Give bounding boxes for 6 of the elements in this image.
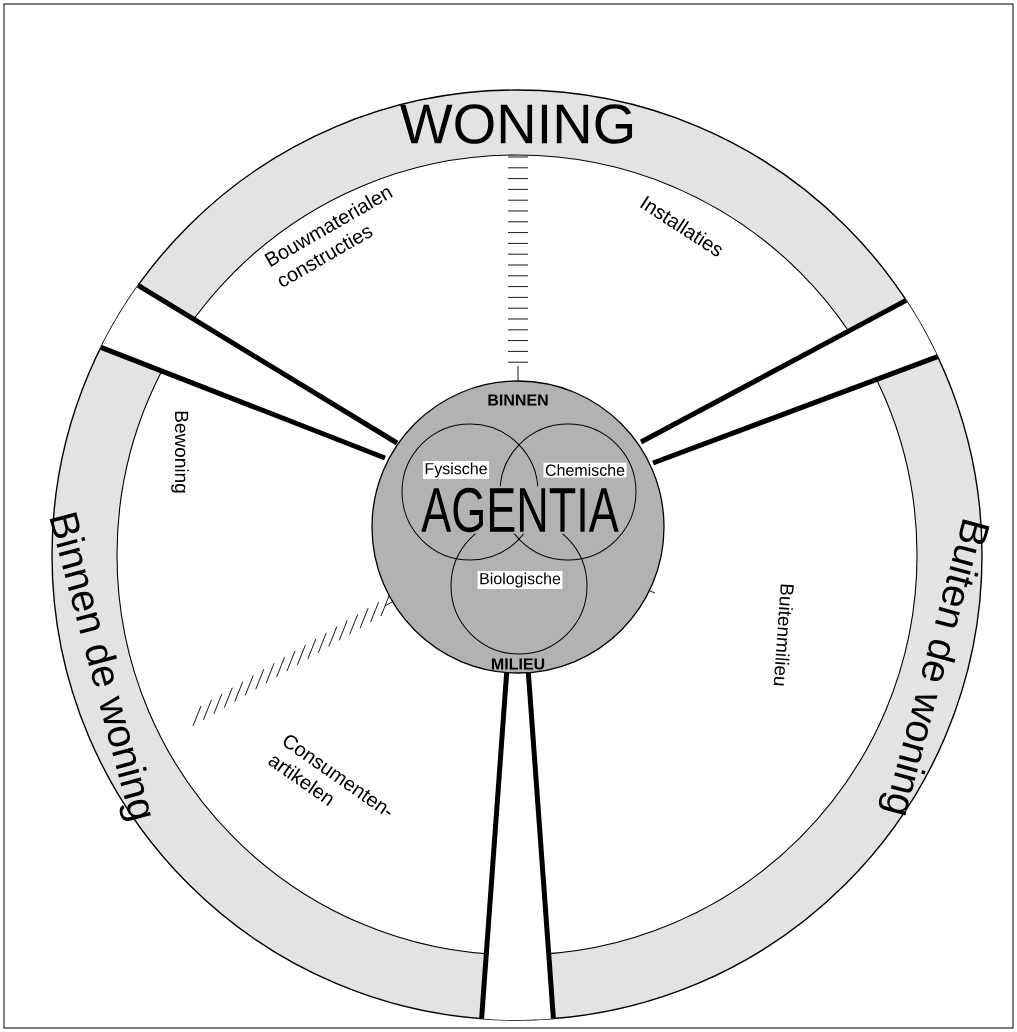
center-title: AGENTIA — [420, 486, 620, 534]
sector-label: Buitenmilieu — [773, 584, 794, 686]
ring-heading: Binnen de woning — [49, 512, 151, 821]
ring-heading: WONING — [400, 104, 633, 144]
sector-label: Bewoning — [171, 411, 189, 493]
ring-heading: Buiten de woning — [878, 519, 990, 816]
